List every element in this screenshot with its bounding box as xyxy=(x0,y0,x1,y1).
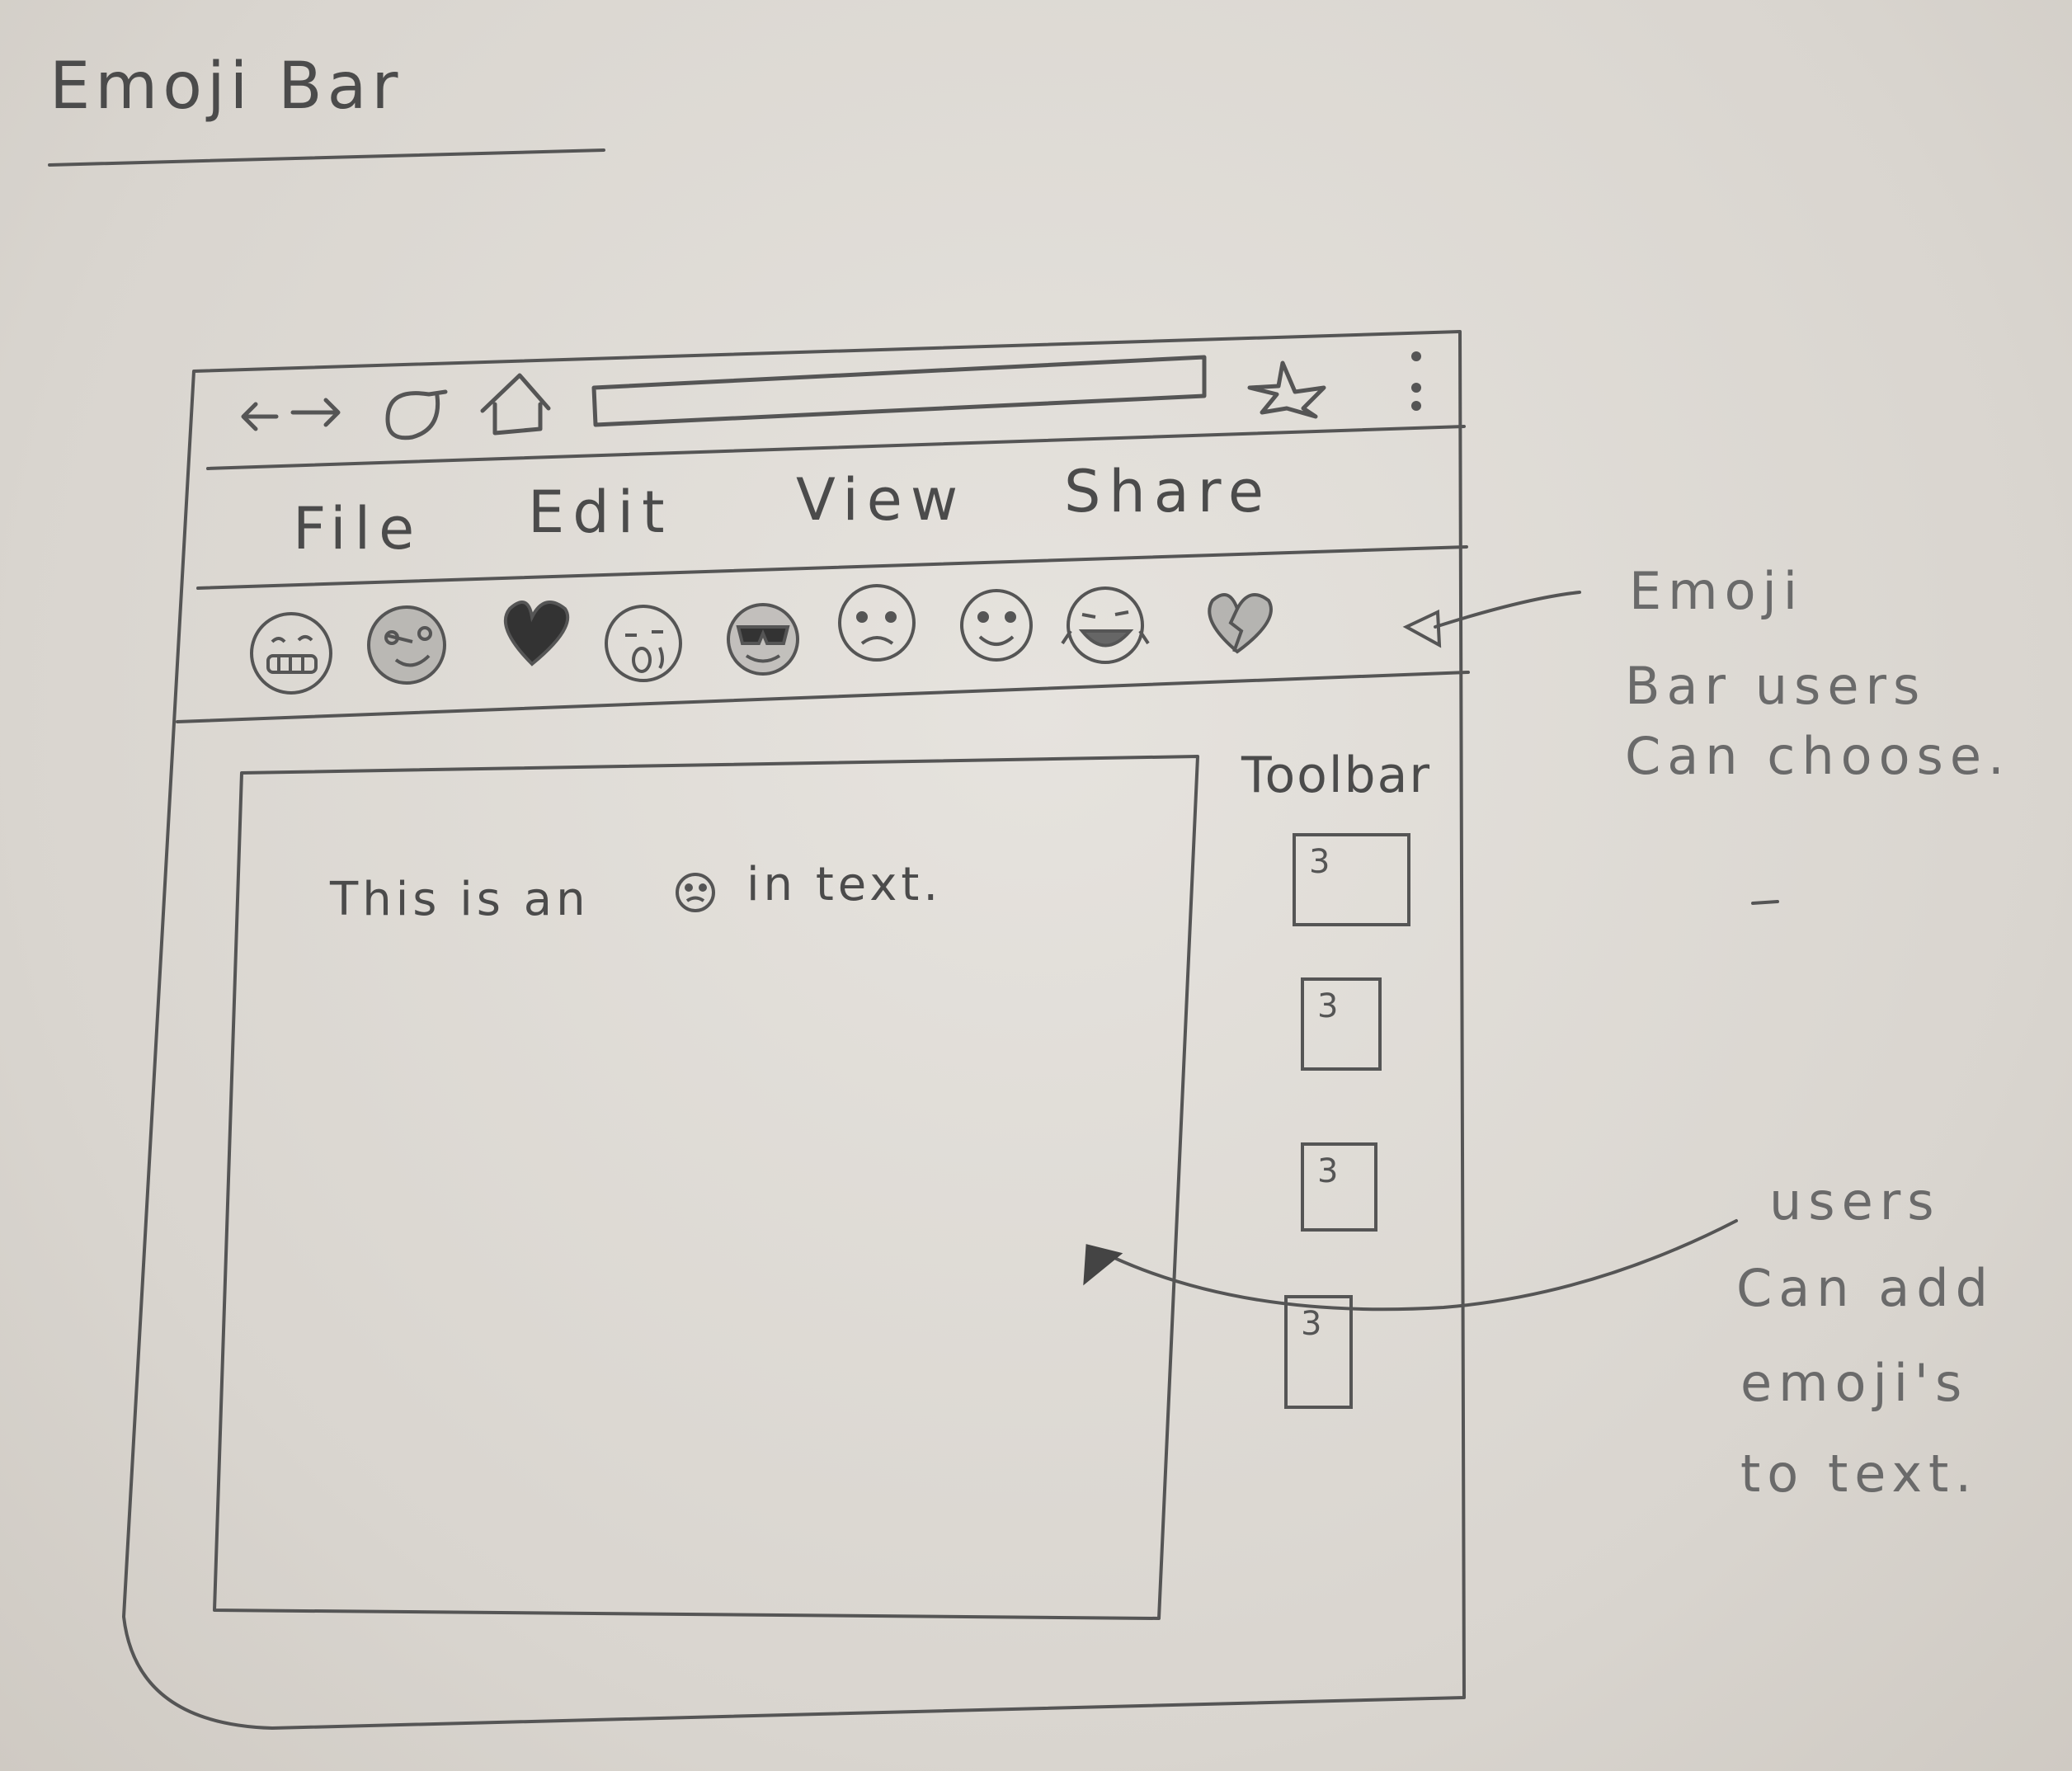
emoji-bar-note-line-1: Emoji xyxy=(1629,561,1804,621)
toolbar-button-3-glyph: 3 xyxy=(1317,1152,1339,1190)
toolbar-label: Toolbar xyxy=(1241,747,1432,804)
menu-share[interactable]: Share xyxy=(1064,458,1273,525)
editor-text-after: in text. xyxy=(746,858,943,911)
broken-heart-icon[interactable] xyxy=(1208,592,1273,654)
forward-arrow-icon[interactable] xyxy=(290,398,341,427)
kebab-menu-icon[interactable] xyxy=(1411,351,1421,411)
sunglasses-face-icon[interactable] xyxy=(727,603,799,676)
mouse-cursor-icon xyxy=(1083,1244,1123,1286)
document-frame xyxy=(213,755,1199,1620)
toolbar-button-4[interactable]: 3 xyxy=(1284,1295,1353,1409)
toolbar-button-4-glyph: 3 xyxy=(1301,1305,1322,1343)
add-emoji-note-line-1: users xyxy=(1769,1171,1941,1232)
address-bar[interactable] xyxy=(591,355,1207,427)
zany-face-icon[interactable] xyxy=(367,605,446,685)
browser-window-frame xyxy=(122,330,1466,1730)
triangle-left-icon[interactable] xyxy=(1402,609,1442,648)
home-icon[interactable] xyxy=(480,373,551,436)
back-arrow-icon[interactable] xyxy=(241,402,279,431)
menu-view[interactable]: View xyxy=(796,466,967,534)
emoji-bar-arrow-line xyxy=(1434,591,1581,629)
heart-icon[interactable] xyxy=(503,601,570,666)
add-emoji-note-line-3: emoji's xyxy=(1740,1353,1969,1413)
toolbar-button-1-glyph: 3 xyxy=(1309,843,1330,881)
confused-face-icon[interactable] xyxy=(838,584,916,662)
toolbar-button-3[interactable]: 3 xyxy=(1301,1142,1377,1232)
emoji-bar-note-line-3: Can choose. xyxy=(1625,726,2011,786)
toolbar-button-1[interactable]: 3 xyxy=(1293,833,1410,926)
crying-face-icon[interactable] xyxy=(605,605,682,682)
smiling-face-icon[interactable] xyxy=(960,589,1033,662)
toolbar-button-2-glyph: 3 xyxy=(1317,987,1339,1025)
frowning-face-icon xyxy=(676,873,715,912)
toolbar-button-2[interactable]: 3 xyxy=(1301,977,1382,1071)
grimacing-face-icon[interactable] xyxy=(250,612,332,695)
menu-edit[interactable]: Edit xyxy=(528,478,673,546)
emoji-bar-note-line-2: Bar users xyxy=(1625,656,1927,716)
add-emoji-note-line-4: to text. xyxy=(1740,1444,1979,1504)
sketch-title: Emoji Bar xyxy=(49,49,403,124)
stray-mark xyxy=(1751,900,1779,905)
refresh-icon[interactable] xyxy=(385,389,448,440)
title-underline xyxy=(48,148,605,167)
add-emoji-arrow-line xyxy=(1095,1219,1738,1312)
menu-file[interactable]: File xyxy=(293,495,423,563)
laughing-face-icon[interactable] xyxy=(1061,586,1150,664)
emoji-bar-divider xyxy=(176,671,1470,723)
menu-divider xyxy=(196,545,1468,590)
star-icon[interactable] xyxy=(1247,360,1326,419)
nav-divider xyxy=(206,425,1466,470)
editor-text-before: This is an xyxy=(330,873,590,926)
add-emoji-note-line-2: Can add xyxy=(1736,1258,1994,1318)
